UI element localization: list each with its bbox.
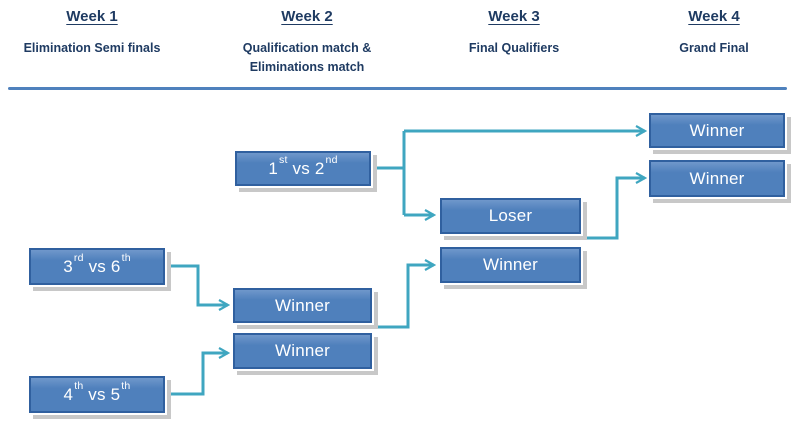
winner-label: Winner — [689, 168, 745, 188]
grandfinal-winner-top-box: Winner — [649, 113, 785, 148]
grandfinal-winner-bottom-box: Winner — [649, 160, 785, 197]
week4-title: Week 4 — [688, 8, 740, 25]
week4-subtitle: Grand Final — [679, 41, 749, 55]
winner-label: Winner — [274, 341, 331, 360]
connector-4v5-to-week2-winner — [167, 353, 228, 396]
header-column-week1: Week 1 Elimination Semi finals — [0, 8, 187, 58]
match-label: 1st vs 2nd — [268, 154, 338, 178]
week2-subtitle: Qualification match & Eliminations match — [242, 41, 372, 75]
winner-label: Winner — [689, 120, 745, 140]
match-label: 3rd vs 6th — [63, 252, 131, 276]
week2-winner-bottom-box: Winner — [233, 333, 372, 369]
match-label: 4th vs 5th — [63, 380, 131, 404]
header-column-week2: Week 2 Qualification match & Elimination… — [212, 8, 402, 78]
week2-title: Week 2 — [281, 8, 333, 25]
week3-title: Week 3 — [488, 8, 540, 25]
week1-subtitle: Elimination Semi finals — [23, 41, 161, 55]
week2-winner-top-box: Winner — [233, 288, 372, 323]
winner-label: Winner — [482, 255, 539, 274]
week3-winner-box: Winner — [440, 247, 581, 283]
connector-loser-to-grandfinal-bottom — [581, 178, 645, 240]
loser-label: Loser — [488, 206, 533, 225]
connector-3v6-to-week2-winner — [165, 264, 228, 305]
week1-title: Week 1 — [66, 8, 118, 25]
header-divider-rule — [8, 87, 787, 90]
match-box-1st-vs-2nd: 1st vs 2nd — [235, 151, 371, 186]
connector-week2-winners-to-week3-winner — [372, 265, 434, 329]
week3-subtitle: Final Qualifiers — [468, 41, 560, 55]
header-column-week3: Week 3 Final Qualifiers — [419, 8, 609, 58]
header-column-week4: Week 4 Grand Final — [619, 8, 800, 58]
winner-label: Winner — [274, 295, 331, 315]
match-box-3rd-vs-6th: 3rd vs 6th — [29, 248, 165, 285]
week3-loser-box: Loser — [440, 198, 581, 234]
match-box-4th-vs-5th: 4th vs 5th — [29, 376, 165, 413]
